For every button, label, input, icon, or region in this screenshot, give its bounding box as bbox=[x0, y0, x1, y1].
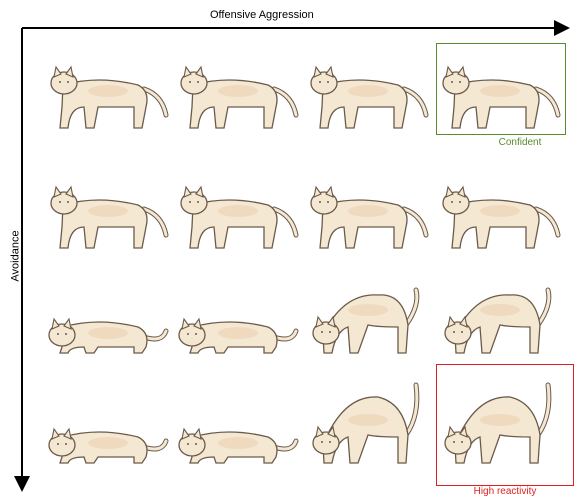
confident-caption: Confident bbox=[470, 137, 570, 148]
cat-posture-icon bbox=[298, 375, 433, 475]
cat-posture-icon bbox=[298, 40, 433, 140]
high-reactivity-caption: High reactivity bbox=[455, 486, 555, 497]
cat-posture-icon bbox=[38, 160, 173, 260]
cat-posture-icon bbox=[38, 265, 173, 365]
cat-posture-icon bbox=[168, 265, 303, 365]
cat-posture-icon bbox=[298, 160, 433, 260]
cat-posture-icon bbox=[430, 375, 565, 475]
cat-posture-icon bbox=[38, 40, 173, 140]
cat-posture-icon bbox=[38, 375, 173, 475]
cat-posture-icon bbox=[430, 40, 565, 140]
cat-posture-icon bbox=[430, 265, 565, 365]
cat-posture-icon bbox=[430, 160, 565, 260]
y-axis-label: Avoidance bbox=[10, 230, 22, 281]
x-axis-label: Offensive Aggression bbox=[210, 9, 314, 21]
cat-posture-icon bbox=[168, 40, 303, 140]
cat-posture-icon bbox=[168, 375, 303, 475]
cat-posture-icon bbox=[298, 265, 433, 365]
cat-posture-icon bbox=[168, 160, 303, 260]
